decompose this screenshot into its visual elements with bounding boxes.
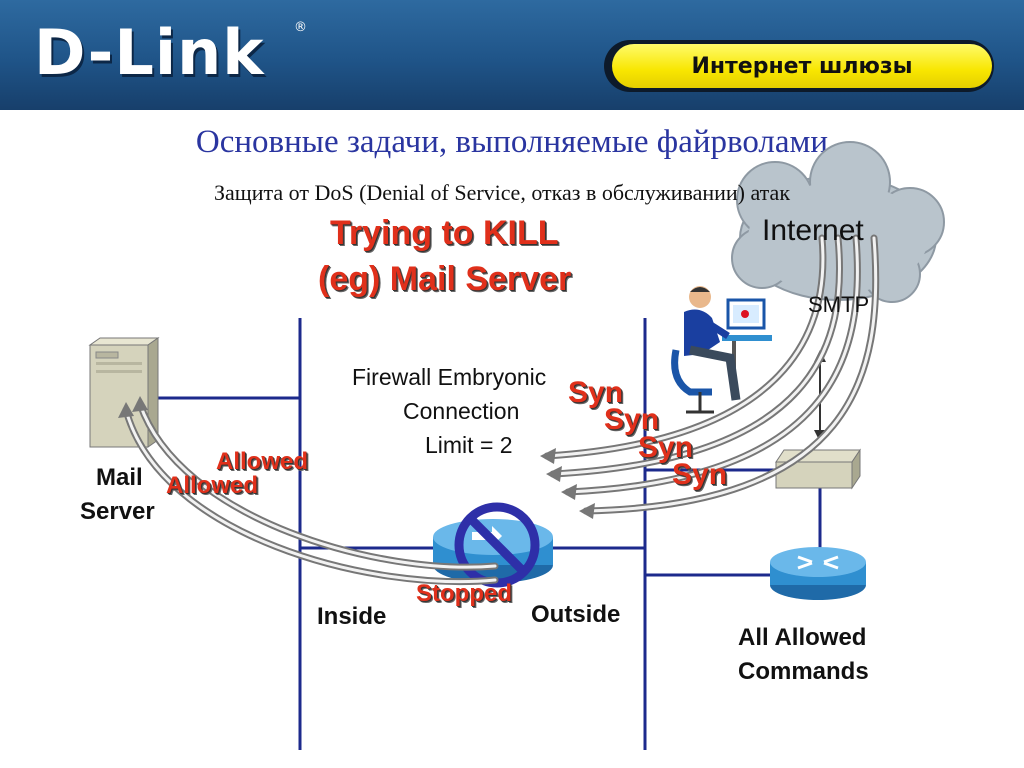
syn-label: Syn bbox=[638, 431, 694, 464]
smtp-label: SMTP bbox=[808, 292, 870, 317]
syn-label: Syn bbox=[604, 403, 660, 436]
smtp-server-icon bbox=[775, 448, 861, 490]
blocked-icon bbox=[454, 502, 540, 588]
syn-label: Syn bbox=[568, 376, 624, 409]
firewall-limit-line-2: Connection bbox=[403, 398, 520, 424]
dlink-logo: D-Link bbox=[34, 16, 265, 89]
mail-server-label-2: Server bbox=[80, 498, 155, 525]
syn-attack-arrows bbox=[540, 234, 880, 519]
stopped-label: Stopped bbox=[416, 580, 512, 607]
allowed-label: Allowed bbox=[216, 448, 309, 475]
commands-label-2: Commands bbox=[738, 658, 869, 685]
inside-label: Inside bbox=[317, 603, 387, 630]
mail-server-label-1: Mail bbox=[96, 464, 143, 491]
attacker-user-icon bbox=[671, 286, 772, 414]
allowed-label: Allowed bbox=[166, 472, 259, 499]
allowed-connection-arrows bbox=[118, 396, 499, 586]
internet-label: Internet bbox=[762, 214, 864, 247]
registered-mark: ® bbox=[294, 20, 307, 35]
headline-line-2: (eg) Mail Server bbox=[318, 260, 572, 298]
section-badge-label: Интернет шлюзы bbox=[691, 53, 913, 79]
slide-subtitle: Защита от DoS (Denial of Service, отказ … bbox=[213, 180, 791, 205]
slide-title: Основные задачи, выполняемые файрволами bbox=[195, 124, 829, 160]
outside-router-icon bbox=[770, 547, 866, 600]
mail-server-icon bbox=[88, 337, 160, 448]
outside-label: Outside bbox=[531, 601, 621, 628]
firewall-limit-line-1: Firewall Embryonic bbox=[352, 364, 547, 390]
syn-label: Syn bbox=[672, 458, 728, 491]
section-badge: Интернет шлюзы bbox=[612, 44, 992, 88]
headline-line-1: Trying to KILL bbox=[330, 214, 559, 252]
firewall-limit-line-3: Limit = 2 bbox=[425, 432, 513, 458]
commands-label-1: All Allowed bbox=[738, 624, 867, 651]
